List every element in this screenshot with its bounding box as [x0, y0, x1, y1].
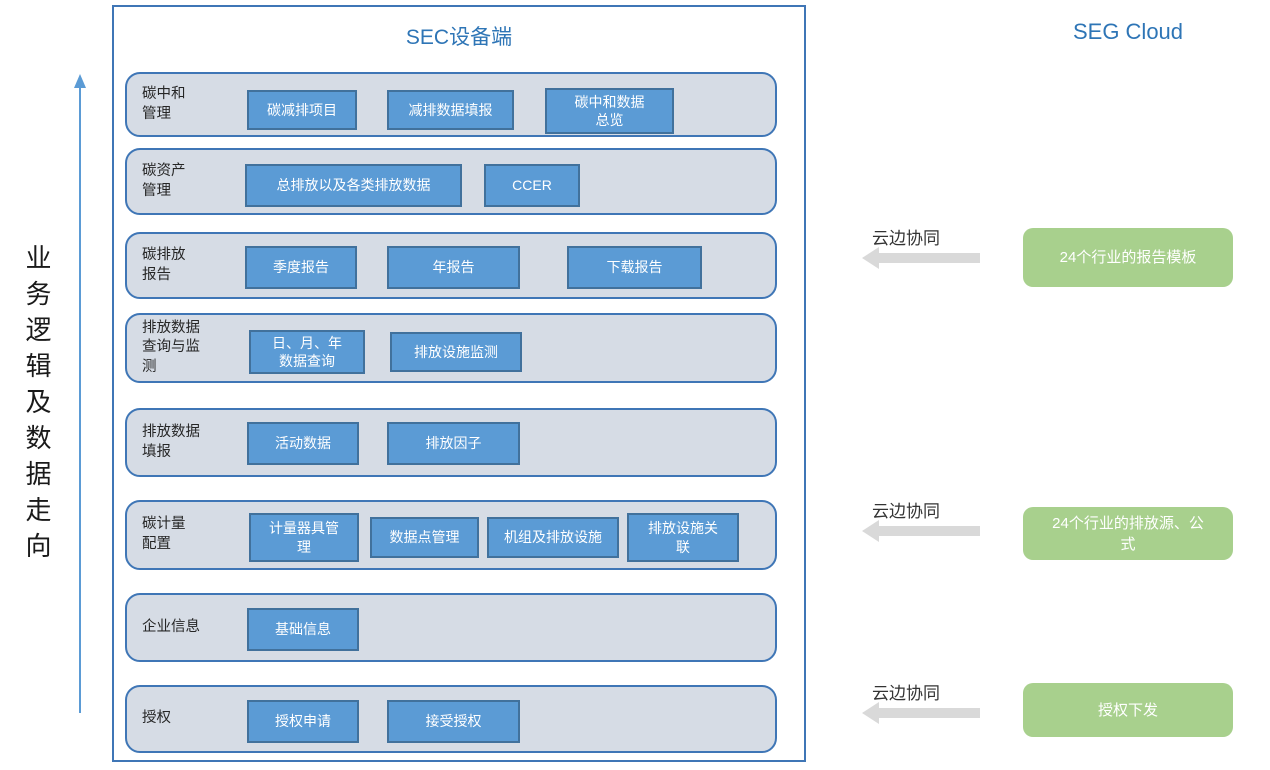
- cloud-sync-arrow-shaft: [878, 708, 980, 718]
- module-row-label: 授权: [142, 710, 171, 727]
- module-button[interactable]: 排放因子: [387, 422, 520, 465]
- cloud-sync-arrow-shaft: [878, 526, 980, 536]
- module-button[interactable]: 碳减排项目: [247, 90, 357, 130]
- module-button[interactable]: 总排放以及各类排放数据: [245, 164, 462, 207]
- module-button[interactable]: 授权申请: [247, 700, 359, 743]
- module-button[interactable]: 减排数据填报: [387, 90, 514, 130]
- module-button[interactable]: 排放设施关 联: [627, 513, 739, 562]
- cloud-sync-arrow-left-icon: [862, 702, 879, 724]
- module-button[interactable]: 接受授权: [387, 700, 520, 743]
- flow-axis-arrow-line: [79, 86, 81, 713]
- module-row: 碳计量 配置 计量器具管 理数据点管理机组及排放设施排放设施关 联: [125, 500, 777, 570]
- module-button[interactable]: 日、月、年 数据查询: [249, 330, 365, 374]
- cloud-box: 24个行业的排放源、公 式: [1023, 507, 1233, 560]
- cloud-sync-arrow-left-icon: [862, 520, 879, 542]
- device-panel-title: SEC设备端: [405, 26, 513, 49]
- module-row-label: 碳中和 管理: [142, 85, 186, 122]
- module-row-label: 排放数据 填报: [142, 423, 200, 460]
- module-row: 排放数据 填报 活动数据排放因子: [125, 408, 777, 477]
- cloud-sync-label: 云边协同: [872, 502, 940, 521]
- cloud-box: 24个行业的报告模板: [1023, 228, 1233, 287]
- cloud-title: SEG Cloud: [1072, 19, 1184, 44]
- module-button[interactable]: 基础信息: [247, 608, 359, 651]
- cloud-sync-label: 云边协同: [872, 229, 940, 248]
- module-row-label: 碳排放 报告: [142, 246, 186, 283]
- flow-axis-arrow-up-icon: [74, 74, 86, 88]
- module-row-label: 碳资产 管理: [142, 162, 186, 199]
- module-row: 碳中和 管理 碳减排项目减排数据填报碳中和数据 总览: [125, 72, 777, 137]
- module-row: 碳排放 报告 季度报告年报告 下载报告: [125, 232, 777, 299]
- module-row-label: 企业信息: [142, 618, 200, 635]
- module-row-label: 排放数据 查询与监 测: [142, 319, 200, 375]
- module-button[interactable]: 数据点管理: [370, 517, 479, 558]
- module-row: 碳资产 管理 总排放以及各类排放数据 CCER: [125, 148, 777, 215]
- module-row: 企业信息 基础信息: [125, 593, 777, 662]
- cloud-sync-label: 云边协同: [872, 684, 940, 703]
- cloud-box: 授权下发: [1023, 683, 1233, 737]
- cloud-sync-arrow-shaft: [878, 253, 980, 263]
- module-row-label: 碳计量 配置: [142, 516, 186, 552]
- module-button[interactable]: 年报告: [387, 246, 520, 289]
- module-row: 授权 授权申请接受授权: [125, 685, 777, 753]
- module-button[interactable]: 活动数据: [247, 422, 359, 465]
- module-button[interactable]: 机组及排放设施: [487, 517, 619, 558]
- cloud-sync-arrow-left-icon: [862, 247, 879, 269]
- module-button[interactable]: 排放设施监测: [390, 332, 522, 372]
- module-button[interactable]: 下载报告: [567, 246, 702, 289]
- flow-axis-label: 业务逻辑及数据走向: [22, 244, 52, 568]
- module-button[interactable]: 季度报告: [245, 246, 357, 289]
- module-row: 排放数据 查询与监 测 日、月、年 数据查询排放设施监测: [125, 313, 777, 383]
- module-button[interactable]: 碳中和数据 总览: [545, 88, 674, 134]
- module-button[interactable]: 计量器具管 理: [249, 513, 359, 562]
- module-button[interactable]: CCER: [484, 164, 580, 207]
